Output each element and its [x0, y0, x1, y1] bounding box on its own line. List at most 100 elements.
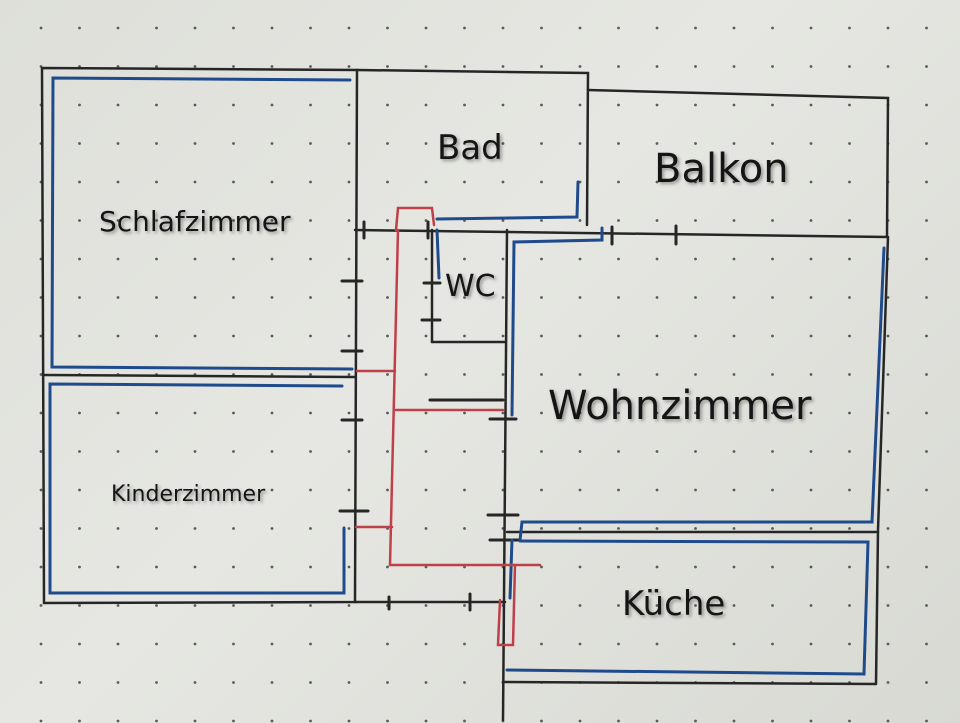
grid-dot — [848, 450, 851, 453]
grid-dot — [270, 296, 274, 299]
grid-dot — [809, 65, 813, 68]
grid-dot — [809, 180, 813, 184]
grid-dot — [694, 296, 697, 299]
grid-dot — [193, 180, 197, 184]
grid-dot — [116, 681, 120, 684]
grid-dot — [925, 103, 928, 107]
grid-dot — [116, 142, 120, 145]
grid-dot — [424, 142, 428, 145]
grid-dot — [694, 604, 697, 607]
grid-dot — [347, 334, 351, 338]
grid-dot — [232, 142, 235, 145]
grid-dot — [694, 65, 697, 68]
grid-dot — [193, 719, 197, 723]
room-label-kueche: Küche — [622, 584, 726, 624]
grid-dot — [771, 565, 774, 569]
grid-dot — [848, 527, 851, 530]
grid-dot — [232, 565, 235, 569]
grid-dot — [193, 450, 197, 453]
outline-kueche-left — [508, 538, 514, 600]
grid-dot — [617, 296, 620, 299]
grid-dot — [578, 719, 582, 723]
grid-dot — [309, 26, 312, 30]
grid-dot — [193, 604, 197, 607]
grid-dot — [463, 142, 466, 145]
grid-dot — [655, 642, 659, 646]
grid-dot — [232, 257, 235, 261]
grid-dot — [925, 488, 928, 492]
grid-dot — [78, 334, 81, 338]
grid-dot — [270, 450, 274, 453]
grid-dot — [578, 411, 582, 415]
grid-dot — [463, 527, 466, 530]
grid-dot — [78, 565, 81, 569]
grid-dot — [771, 527, 774, 530]
grid-dot — [809, 527, 813, 530]
grid-dot — [886, 373, 890, 376]
grid-dot — [463, 65, 466, 68]
grid-dot — [771, 103, 774, 107]
grid-dot — [617, 565, 620, 569]
pipe-riser — [496, 563, 517, 647]
grid-dot — [39, 642, 43, 646]
grid-dot — [78, 411, 81, 415]
grid-dot — [886, 719, 890, 723]
grid-dot — [771, 142, 774, 145]
grid-dot — [78, 604, 81, 607]
grid-dot — [193, 26, 197, 30]
grid-dot — [309, 334, 312, 338]
grid-dot — [155, 565, 158, 569]
grid-dot — [78, 257, 81, 261]
grid-dot — [925, 373, 928, 376]
grid-dot — [732, 373, 736, 376]
pipe-vertical — [388, 228, 542, 567]
grid-dot — [540, 26, 543, 30]
grid-dot — [694, 334, 697, 338]
grid-dot — [732, 604, 736, 607]
grid-dot — [732, 565, 736, 569]
grid-dot — [925, 681, 928, 684]
grid-dot — [116, 65, 120, 68]
grid-dot — [155, 219, 158, 222]
grid-dot — [501, 296, 505, 299]
grid-dot — [270, 65, 274, 68]
grid-dot — [347, 65, 351, 68]
grid-dot — [540, 450, 543, 453]
grid-dot — [809, 142, 813, 145]
grid-dot — [232, 334, 235, 338]
grid-dot — [501, 411, 505, 415]
grid-dot — [694, 219, 697, 222]
grid-dot — [463, 604, 466, 607]
grid-dot — [617, 219, 620, 222]
grid-dot — [540, 103, 543, 107]
room-label-schlafzimmer: Schlafzimmer — [99, 205, 291, 238]
outline-wc — [435, 228, 441, 280]
grid-dot — [232, 681, 235, 684]
grid-dot — [501, 373, 505, 376]
grid-dot — [309, 719, 312, 723]
grid-dot — [848, 488, 851, 492]
grid-dot — [617, 373, 620, 376]
grid-dot — [925, 411, 928, 415]
grid-dot — [78, 296, 81, 299]
grid-dot — [386, 488, 389, 492]
grid-dot — [232, 527, 235, 530]
grid-dot — [694, 373, 697, 376]
grid-dot — [424, 411, 428, 415]
grid-dot — [578, 26, 582, 30]
grid-dot — [386, 334, 389, 338]
grid-dot — [116, 296, 120, 299]
grid-dot — [463, 681, 466, 684]
grid-dot — [232, 296, 235, 299]
grid-dot — [540, 296, 543, 299]
grid-dot — [694, 103, 697, 107]
grid-dot — [270, 26, 274, 30]
grid-dot — [501, 103, 505, 107]
grid-dot — [809, 565, 813, 569]
grid-dot — [771, 180, 774, 184]
grid-dot — [232, 411, 235, 415]
grid-dot — [732, 527, 736, 530]
grid-dot — [347, 411, 351, 415]
grid-dot — [694, 565, 697, 569]
grid-dot — [732, 719, 736, 723]
